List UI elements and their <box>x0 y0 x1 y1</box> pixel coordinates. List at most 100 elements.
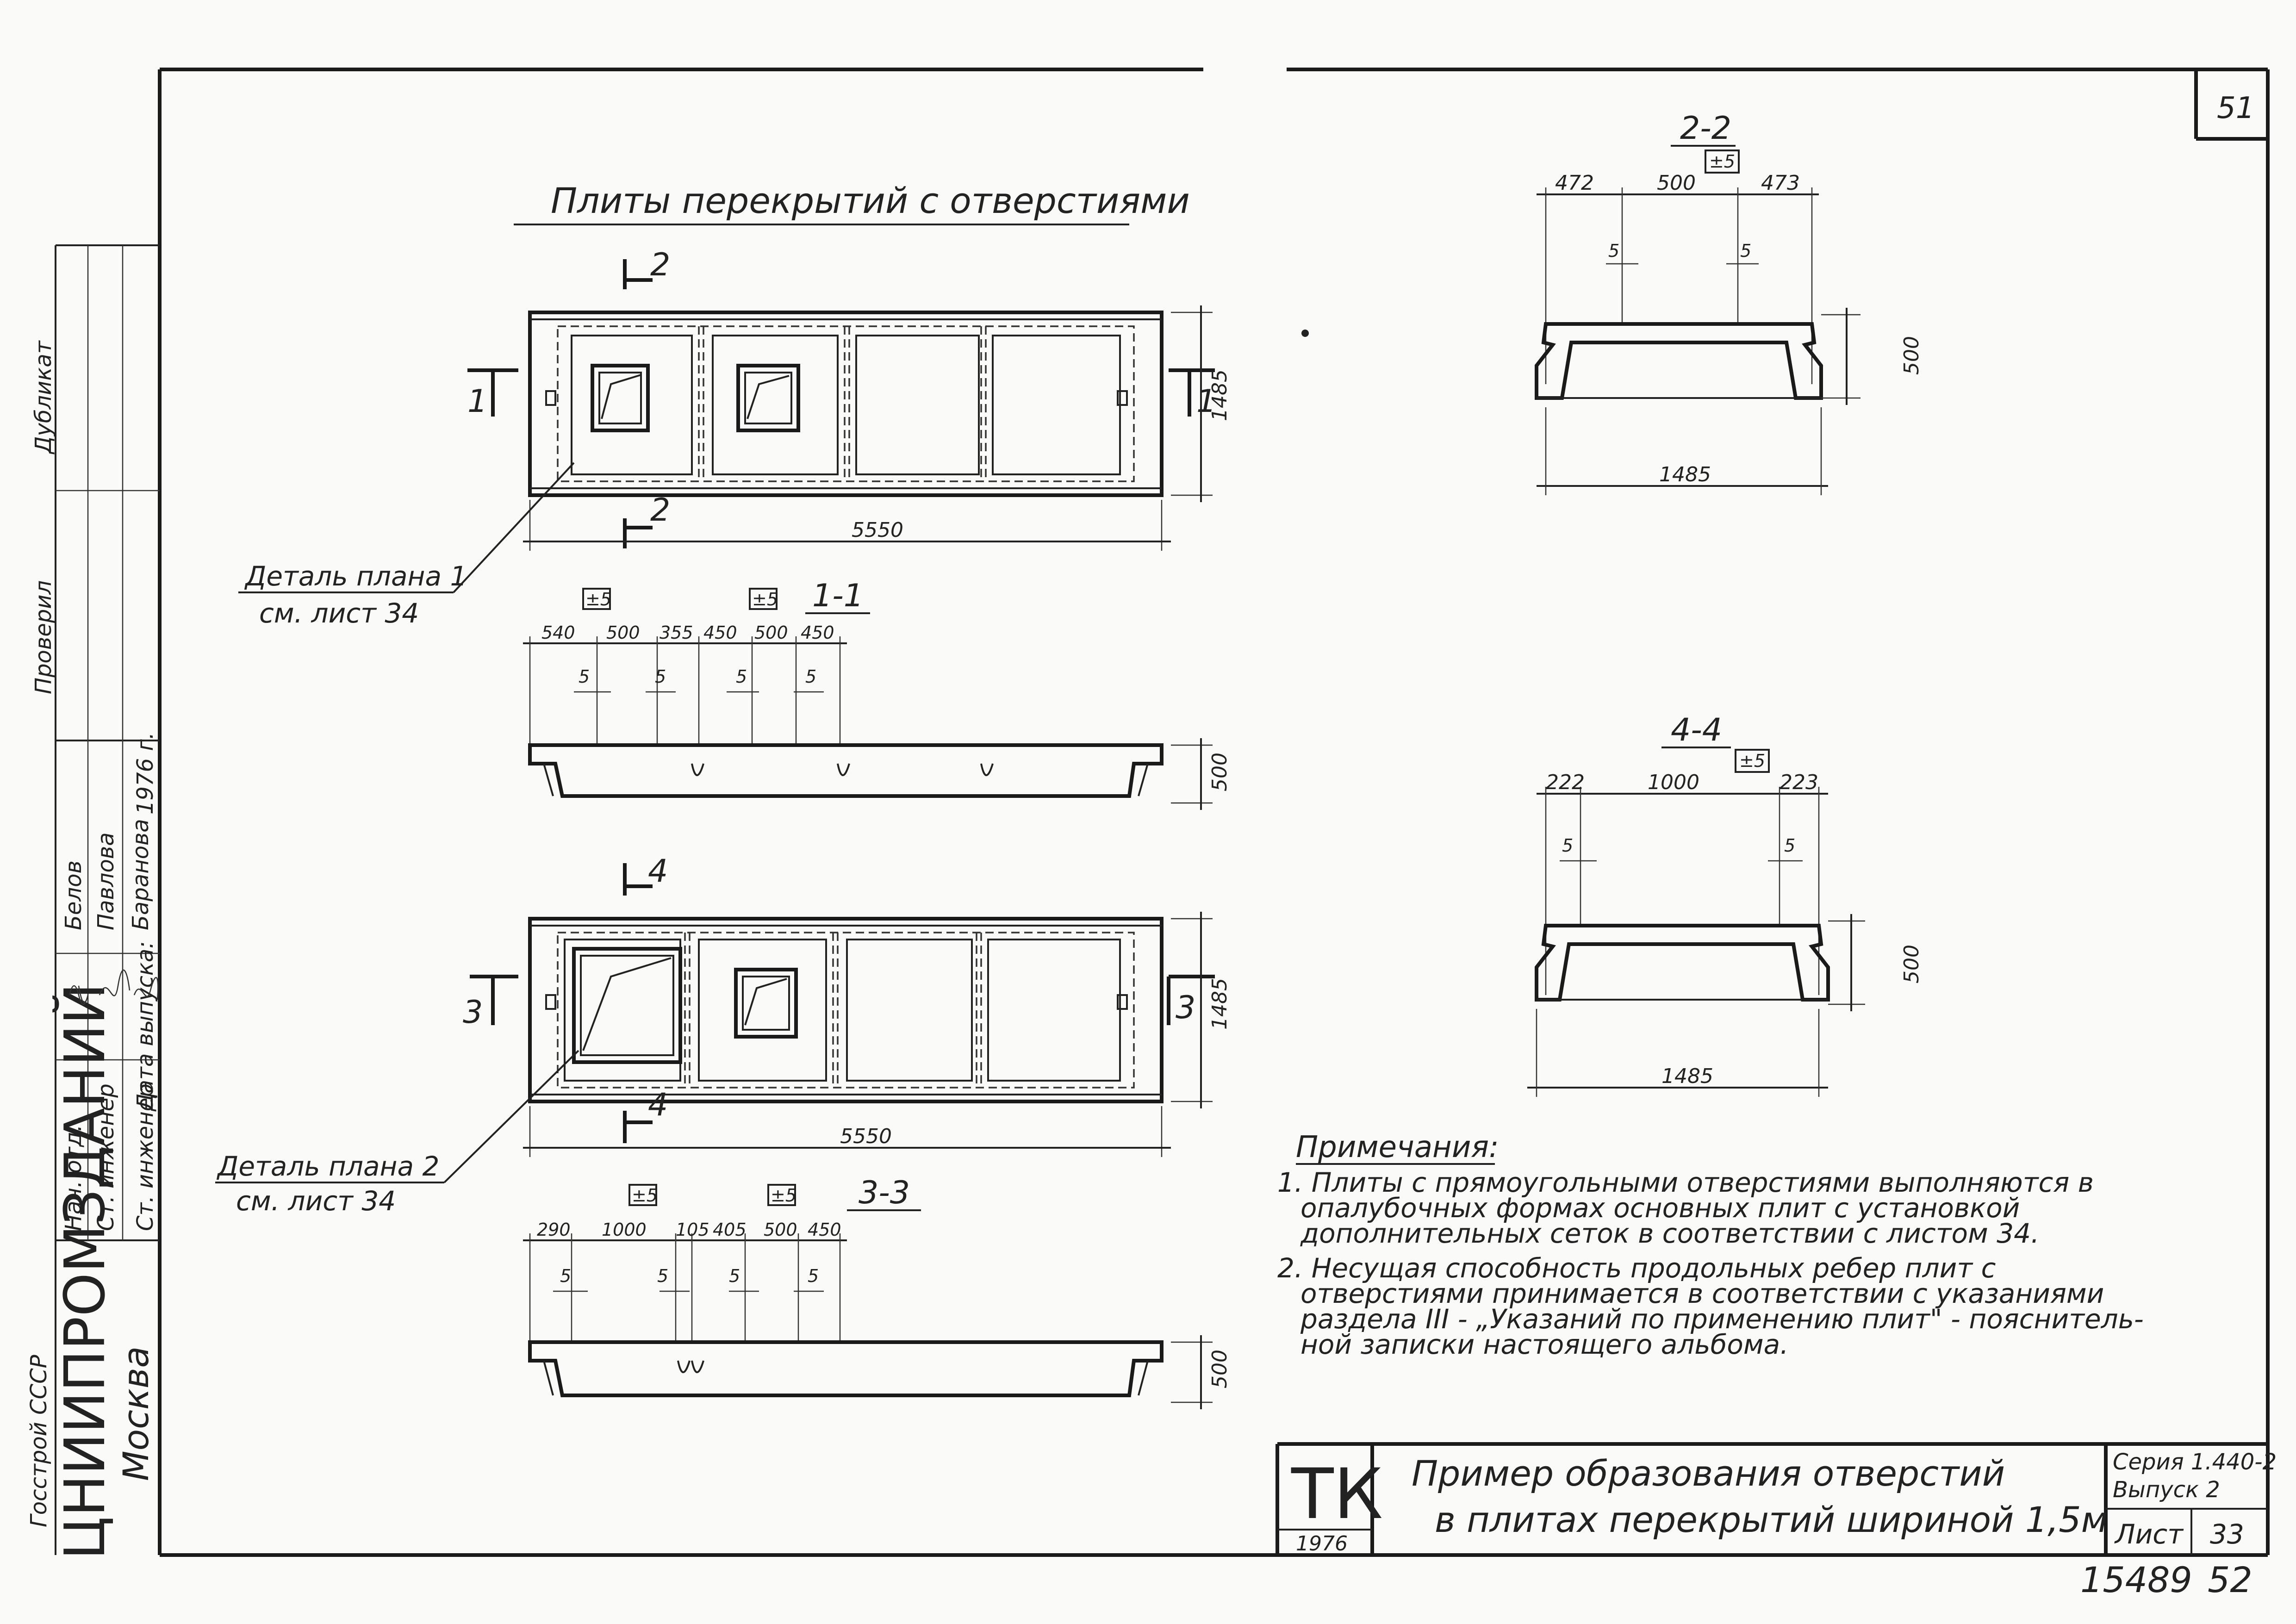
svg-text:2-2: 2-2 <box>1680 110 1731 147</box>
note-2-line-1: 2. Несущая способность продольных ребер … <box>1277 1252 1996 1284</box>
speck <box>1301 330 1309 337</box>
notes: Примечания: 1. Плиты с прямоугольными от… <box>1277 1130 2144 1360</box>
svg-text:±5: ±5 <box>1739 751 1765 771</box>
svg-text:500: 500 <box>1657 171 1696 195</box>
plan-1 <box>528 311 1164 497</box>
svg-text:1485: 1485 <box>1208 978 1232 1030</box>
svg-text:±5: ±5 <box>632 1185 658 1206</box>
sheet-number: 33 <box>2210 1518 2244 1550</box>
svg-text:5: 5 <box>1608 241 1619 261</box>
svg-text:500: 500 <box>1900 336 1923 375</box>
svg-text:405: 405 <box>713 1220 747 1240</box>
left-stamp-strip: ЦНИИПРОМЗДАНИЙ Госстрой СССР Москва Нач.… <box>26 244 160 1560</box>
detail-1-callout: Деталь плана 1 см. лист 34 <box>238 462 575 629</box>
svg-text:500: 500 <box>764 1220 797 1240</box>
svg-text:3: 3 <box>463 994 483 1031</box>
svg-text:500: 500 <box>754 622 788 643</box>
svg-text:223: 223 <box>1780 771 1818 794</box>
svg-text:4: 4 <box>648 1087 668 1123</box>
svg-text:1: 1 <box>467 383 487 420</box>
plan-2 <box>528 917 1164 1103</box>
series-label: Серия 1.440-2 <box>2113 1449 2277 1475</box>
svg-text:1000: 1000 <box>1648 771 1699 794</box>
note-2-line-4: ной записки настоящего альбома. <box>1300 1329 1789 1360</box>
svg-text:см. лист 34: см. лист 34 <box>236 1185 396 1217</box>
svg-text:4-4: 4-4 <box>1671 712 1722 748</box>
title-block: ТК 1976 Пример образования отверстий в п… <box>1276 1442 2277 1556</box>
sheet-name-line-2: в плитах перекрытий шириной 1,5м <box>1435 1499 2108 1540</box>
svg-text:355: 355 <box>660 622 693 643</box>
svg-text:222: 222 <box>1546 771 1585 794</box>
release-date-label: Дата выпуска: <box>132 941 158 1112</box>
note-2-line-3: раздела III - „Указаний по применению пл… <box>1300 1303 2144 1335</box>
svg-text:3: 3 <box>1176 989 1195 1026</box>
city-name: Москва <box>115 1346 156 1481</box>
svg-text:500: 500 <box>1208 753 1232 791</box>
svg-text:540: 540 <box>541 622 575 643</box>
tk-code: ТК <box>1291 1454 1383 1535</box>
svg-text:500: 500 <box>1900 945 1923 983</box>
svg-text:±5: ±5 <box>752 589 778 610</box>
plan-1-dims: 5550 1485 <box>523 305 1232 551</box>
svg-text:472: 472 <box>1555 171 1594 195</box>
svg-text:450: 450 <box>703 622 737 643</box>
plan-1-width: 1485 <box>1208 369 1232 421</box>
svg-text:1-1: 1-1 <box>812 578 864 614</box>
note-1-line-2: опалубочных формах основных плит с устан… <box>1300 1192 2020 1224</box>
svg-text:5: 5 <box>808 1266 819 1286</box>
role-senior-engineer-1: Ст. инженер <box>93 1083 119 1231</box>
svg-text:5550: 5550 <box>840 1125 892 1148</box>
svg-text:105: 105 <box>676 1220 709 1240</box>
section-1-1: 1-1 ±5 ±5 540 500 355 450 500 450 5 5 5 … <box>523 578 1232 810</box>
page-number: 52 <box>2208 1559 2252 1600</box>
sheet-label: Лист <box>2114 1518 2184 1550</box>
svg-text:5: 5 <box>1562 835 1573 856</box>
svg-text:5: 5 <box>1740 241 1751 261</box>
name-belov: Белов <box>61 860 87 930</box>
archive-number: 15489 <box>2080 1559 2192 1600</box>
drawing-title: Плиты перекрытий с отверстиями <box>551 180 1190 221</box>
svg-text:1000: 1000 <box>602 1220 647 1240</box>
svg-text:4: 4 <box>648 853 668 890</box>
detail-2-callout: Деталь плана 2 см. лист 34 <box>215 1050 579 1217</box>
svg-text:5: 5 <box>655 666 666 687</box>
section-4-4: 4-4 ±5 222 1000 223 5 5 500 1485 <box>1527 712 1923 1097</box>
svg-text:290: 290 <box>537 1220 571 1240</box>
issue-label: Выпуск 2 <box>2113 1477 2220 1503</box>
section-2-2: 2-2 ±5 472 500 473 5 5 500 1485 <box>1535 110 1923 495</box>
svg-text:5: 5 <box>805 666 816 687</box>
svg-text:Деталь плана 2: Деталь плана 2 <box>216 1151 439 1182</box>
svg-text:450: 450 <box>801 622 834 643</box>
strip-header-duplicate: Дубликат <box>31 340 56 454</box>
svg-text:2: 2 <box>650 247 670 283</box>
plan-1-length: 5550 <box>852 518 903 542</box>
svg-text:500: 500 <box>1208 1350 1232 1388</box>
sheet-name-line-1: Пример образования отверстий <box>1412 1453 2005 1494</box>
sheet-frame <box>158 68 2270 1557</box>
release-year: 1976 г. <box>132 732 158 815</box>
notes-heading: Примечания: <box>1296 1130 1499 1164</box>
svg-text:см. лист 34: см. лист 34 <box>259 597 419 629</box>
svg-text:1485: 1485 <box>1659 463 1711 486</box>
svg-text:±5: ±5 <box>585 589 611 610</box>
svg-text:±5: ±5 <box>1709 151 1735 172</box>
org-name: ЦНИИПРОМЗДАНИЙ <box>53 983 118 1560</box>
svg-text:5: 5 <box>736 666 747 687</box>
svg-text:500: 500 <box>606 622 640 643</box>
plan-2-dims: 5550 1485 <box>523 912 1232 1157</box>
svg-text:450: 450 <box>808 1220 841 1240</box>
plan-2-cut-marks: 4 4 3 3 <box>463 853 1215 1143</box>
svg-text:Деталь плана 1: Деталь плана 1 <box>244 560 467 592</box>
strip-header-checked: Проверил <box>31 580 56 694</box>
svg-text:5: 5 <box>560 1266 571 1286</box>
section-3-3: 3-3 ±5 ±5 290 1000 105 405 500 450 5 5 5… <box>523 1175 1232 1409</box>
svg-text:5: 5 <box>1784 835 1795 856</box>
corner-sheet-number: 51 <box>2217 91 2254 125</box>
note-1-line-3: дополнительных сеток в соответствии с ли… <box>1300 1218 2039 1249</box>
role-head: Нач. отд. <box>61 1125 87 1231</box>
note-1-line-1: 1. Плиты с прямоугольными отверстиями вы… <box>1277 1167 2094 1198</box>
svg-text:3-3: 3-3 <box>859 1175 910 1211</box>
svg-text:5: 5 <box>729 1266 740 1286</box>
svg-text:1485: 1485 <box>1661 1064 1713 1088</box>
